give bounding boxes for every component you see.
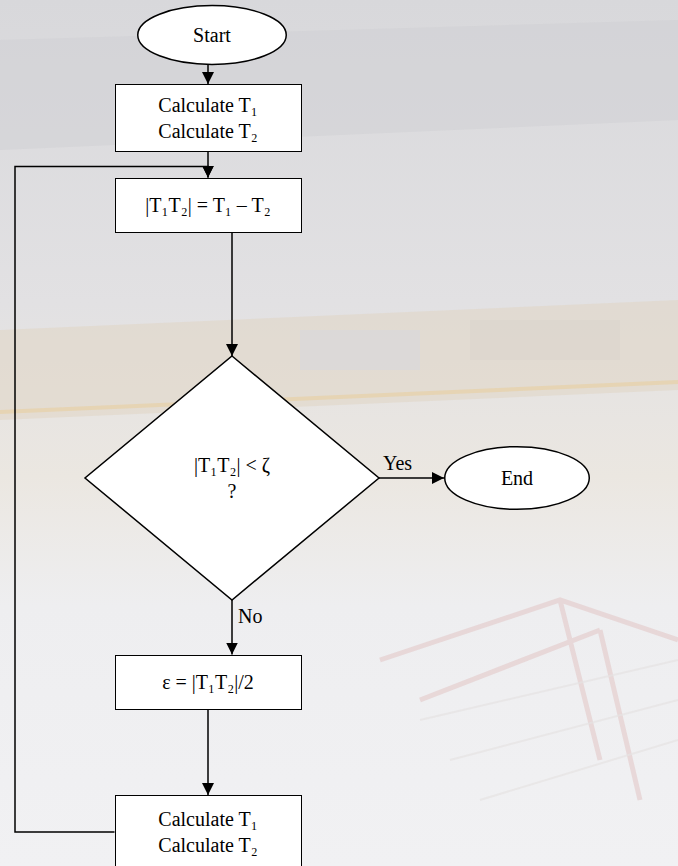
hockey-net (380, 600, 678, 800)
board-advert (300, 330, 420, 370)
ellipse-shape (138, 6, 287, 65)
net-mesh (420, 660, 678, 800)
end-terminal: End (444, 446, 590, 510)
node-text: |T₁T₂| < ζ ? (189, 452, 275, 504)
ellipse-shape (445, 447, 590, 510)
board-advert (470, 320, 620, 360)
rink-boards (0, 300, 678, 420)
start-terminal: Start (137, 5, 287, 65)
node-text: |T₁T₂| = T₁ – T₂ (145, 192, 270, 218)
edge-label: Yes (383, 451, 412, 475)
boards-trim (0, 382, 678, 412)
edge-label: No (238, 604, 262, 628)
flow-arrow (207, 710, 209, 796)
process-box: Calculate T₁ Calculate T₂ (115, 795, 302, 866)
flow-arrow (231, 233, 233, 357)
flow-arrow (207, 65, 209, 84)
flow-arrow (379, 477, 444, 479)
node-text: Calculate T₁ Calculate T₂ (154, 806, 262, 858)
flow-arrow (231, 600, 233, 655)
diamond-shape (85, 356, 379, 600)
process-box: Calculate T₁ Calculate T₂ (115, 84, 302, 152)
node-text: Calculate T₁ Calculate T₂ (154, 92, 262, 144)
diamond-outline (85, 356, 379, 600)
decision-diamond: |T₁T₂| < ζ ? (85, 356, 379, 600)
process-box: ε = |T₁T₂|/2 (115, 655, 302, 710)
node-text: ε = |T₁T₂|/2 (162, 669, 254, 695)
node-text: End (501, 465, 533, 491)
arena-stands (0, 20, 678, 150)
node-text: Start (193, 22, 231, 48)
process-box: |T₁T₂| = T₁ – T₂ (115, 178, 302, 233)
